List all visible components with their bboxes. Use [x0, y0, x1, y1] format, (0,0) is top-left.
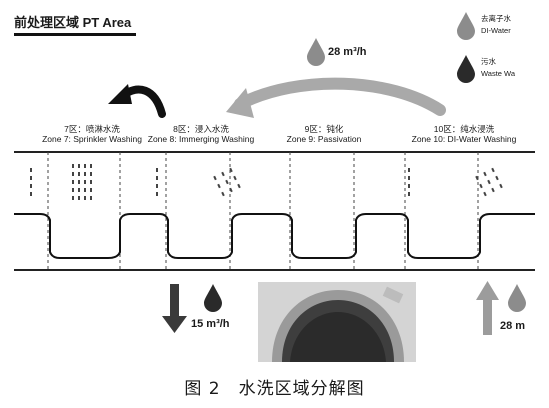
counterflow-arrow-head [226, 88, 254, 118]
zone-7-en: Zone 7: Sprinkler Washing [42, 134, 142, 144]
waste-water-drop-icon [204, 284, 222, 312]
waste-water-drop-icon [457, 55, 475, 83]
legend-di-water-en: DI-Water [481, 26, 511, 35]
di-water-drop-icon [457, 12, 475, 40]
inlet-arrow-head [476, 281, 499, 300]
zone10-nozzles [408, 167, 503, 197]
spray-nozzles [30, 164, 503, 200]
tank-profile [14, 213, 535, 259]
zone-7-cn: 7区：喷淋水洗 [64, 124, 120, 134]
zone8-nozzles [156, 167, 241, 197]
zone-8-label: 8区：浸入水洗 Zone 8: Immerging Washing [146, 124, 256, 144]
legend-waste-water-cn: 污水 [481, 57, 496, 66]
outlet-arrow-shaft [170, 284, 179, 318]
legend-waste-water-en: Waste Wa [481, 69, 516, 78]
process-diagram [14, 12, 535, 362]
zone-10-cn: 10区：纯水浸洗 [433, 124, 495, 134]
title-underline [14, 33, 136, 36]
tank-photo [258, 282, 416, 362]
legend-di-water-cn: 去离子水 [481, 14, 511, 23]
zone7-return-arrow-head [108, 84, 132, 104]
zone-10-label: 10区：纯水浸洗 Zone 10: DI-Water Washing [408, 124, 520, 144]
di-water-drop-icon [307, 38, 325, 66]
figure-caption: 图 2 水洗区域分解图 [184, 379, 365, 399]
zone-9-en: Zone 9: Passivation [286, 134, 362, 144]
zone-7-label: 7区：喷淋水洗 Zone 7: Sprinkler Washing [42, 124, 142, 144]
zone-8-en: Zone 8: Immerging Washing [147, 134, 255, 144]
zone-10-en: Zone 10: DI-Water Washing [411, 134, 517, 144]
counterflow-arrow [234, 77, 446, 116]
inlet-flow-rate: 28 m [500, 320, 526, 332]
diagram-title: 前处理区域 PT Area [14, 15, 132, 30]
zone7-sprinkler-nozzles [30, 164, 92, 200]
zone-dividers [47, 152, 479, 270]
outlet-arrow-head [162, 316, 187, 333]
zone-8-cn: 8区：浸入水洗 [173, 124, 229, 134]
zone-9-label: 9区：钝化 Zone 9: Passivation [276, 124, 372, 144]
zone-9-cn: 9区：钝化 [304, 124, 344, 134]
inlet-arrow-shaft [483, 299, 492, 335]
di-water-drop-icon [508, 284, 526, 312]
outlet-flow-rate: 15 m³/h [191, 318, 230, 330]
top-flow-rate: 28 m³/h [328, 46, 367, 58]
